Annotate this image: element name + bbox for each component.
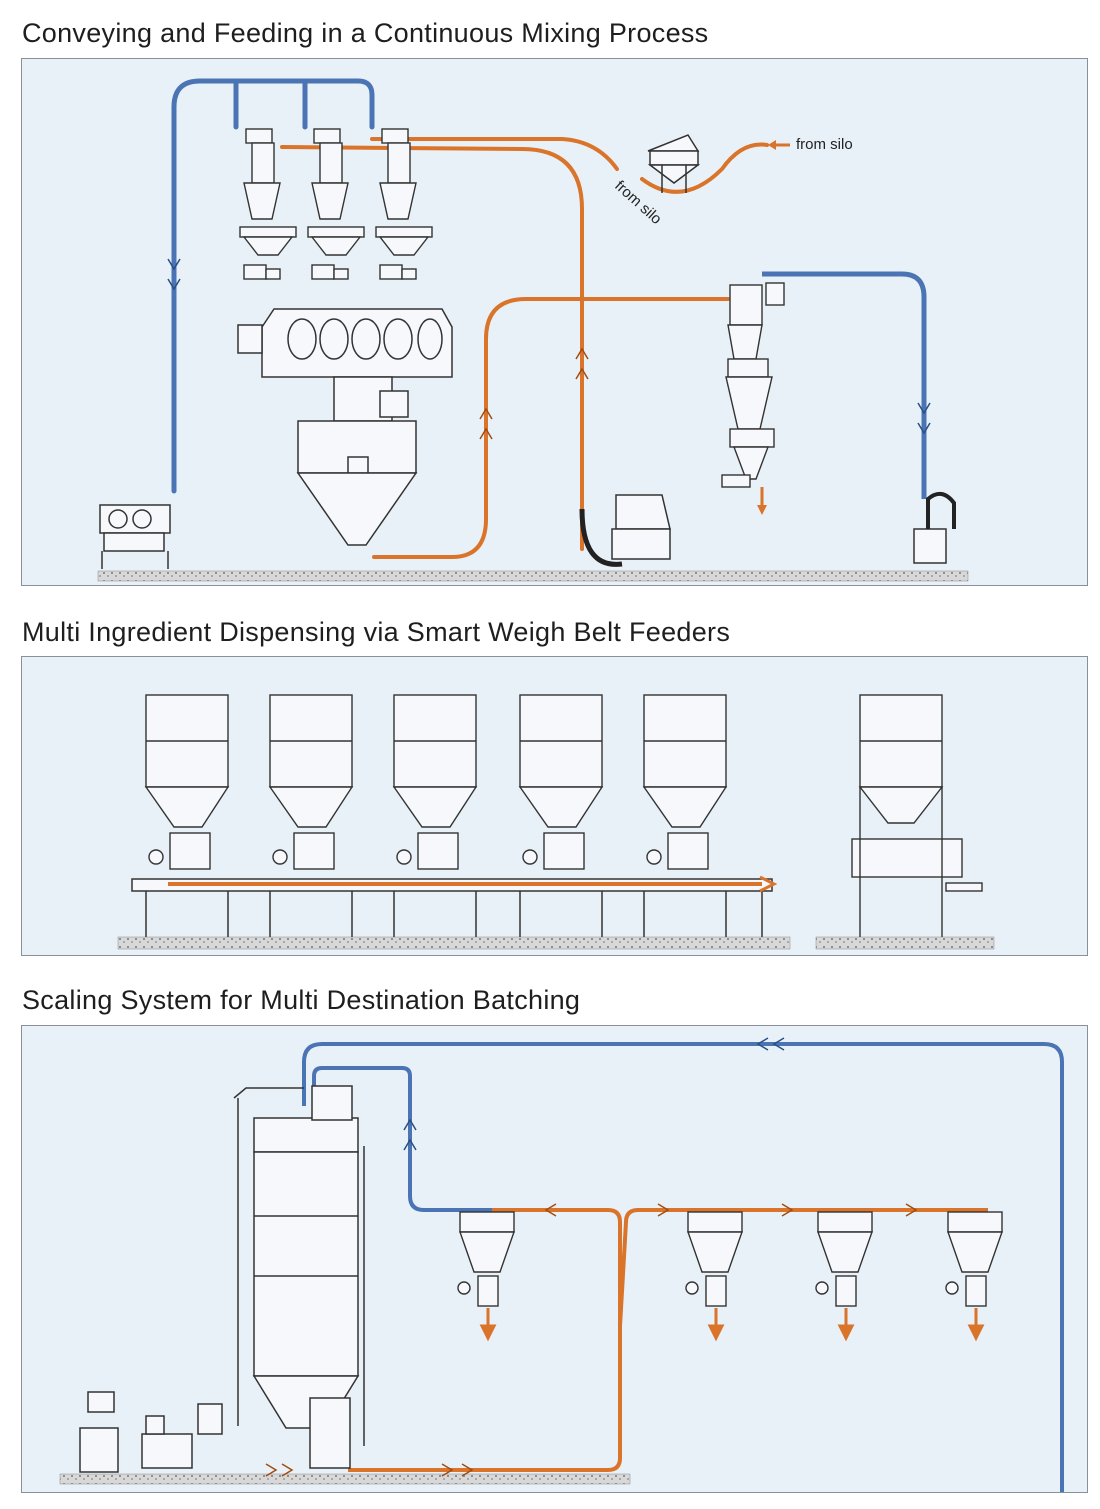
batch-receivers (457, 1211, 1003, 1307)
discharge-arrows (479, 1308, 985, 1342)
floor (97, 570, 969, 582)
hopper-2 (268, 694, 354, 870)
hopper-5 (642, 694, 728, 870)
feeder-1 (239, 128, 297, 280)
multi-ingredient-diagram (117, 694, 995, 950)
bag-dump-station (611, 494, 671, 560)
floor-right (815, 936, 995, 950)
silo-receiver (647, 134, 701, 193)
blue-return-loop (302, 1042, 1064, 1492)
scaling-system-diagram (59, 1037, 1064, 1492)
orange-distribution-line (348, 1208, 988, 1472)
feeder-2 (307, 128, 365, 280)
belt-frame (131, 878, 773, 937)
feeder-3 (375, 128, 433, 280)
pump-station (79, 1391, 351, 1473)
side-view-feeder (851, 694, 983, 937)
receiver-tower-right (721, 282, 785, 488)
continuous-mixer (237, 308, 453, 378)
section-title-scaling-system: Scaling System for Multi Destination Bat… (22, 985, 581, 1015)
continuous-mixing-panel: from silo from silo (21, 58, 1088, 586)
vacuum-pump-right (913, 491, 956, 564)
scaling-system-panel (21, 1025, 1088, 1493)
hopper-1 (144, 694, 230, 870)
feeder-stations (239, 128, 433, 280)
receiver-1 (457, 1211, 515, 1307)
blue-conveying-line (171, 78, 375, 494)
multi-ingredient-panel (21, 656, 1088, 956)
belt-flow-arrow (759, 875, 778, 893)
floor-left (117, 936, 791, 950)
section-title-multi-ingredient: Multi Ingredient Dispensing via Smart We… (22, 617, 731, 647)
from-silo-label-top: from silo (796, 136, 853, 153)
receiver-4 (945, 1211, 1003, 1307)
floor (59, 1473, 631, 1485)
vacuum-pump-left (99, 504, 171, 569)
hopper-4 (518, 694, 604, 870)
from-silo-label-diagonal: from silo (611, 177, 665, 228)
receiver-3 (815, 1211, 873, 1307)
continuous-mixing-diagram: from silo from silo (97, 78, 969, 582)
storage-silo (233, 1085, 365, 1446)
section-title-continuous-mixing: Conveying and Feeding in a Continuous Mi… (22, 18, 709, 48)
hopper-3 (392, 694, 478, 870)
surge-hopper (296, 376, 418, 546)
receiver-2 (685, 1211, 743, 1307)
weigh-hoppers (144, 694, 728, 870)
